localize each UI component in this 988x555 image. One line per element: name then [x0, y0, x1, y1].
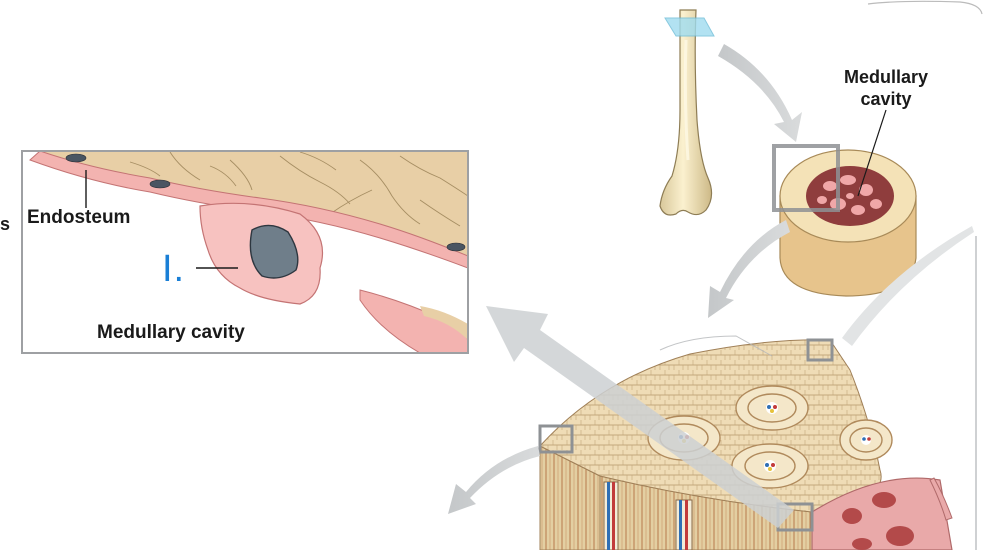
- endosteum-inset: [21, 150, 469, 354]
- arrow-to-wedge: [708, 220, 790, 318]
- left-edge-label-fragment: s: [0, 214, 11, 234]
- arrow-to-inset: [486, 306, 794, 528]
- spongy-bone: [811, 477, 953, 551]
- medullary-cavity-inset-label: Medullary cavity: [97, 322, 245, 343]
- endosteum-label: Endosteum: [27, 207, 131, 228]
- arrow-from-right: [842, 226, 974, 346]
- canaliculi: [129, 151, 468, 227]
- arrow-to-cross-section: [718, 44, 802, 142]
- long-bone-illustration: [659, 9, 713, 216]
- answer-marker-label: I.: [162, 248, 186, 290]
- frame-corner: [867, 0, 983, 15]
- medullary-cavity-leader: [857, 109, 887, 197]
- medullary-cavity-cross-section-label: Medullary cavity: [843, 67, 929, 109]
- zoom-box-periosteum: [806, 338, 834, 362]
- bone-cross-section: [779, 109, 917, 297]
- projection-line: [659, 335, 773, 357]
- arrow-bottom-left: [448, 446, 540, 514]
- osteoclast-nucleus: [249, 224, 299, 279]
- section-plane: [664, 17, 715, 37]
- compact-bone-wedge: [539, 339, 953, 551]
- zoom-box-left: [538, 424, 574, 454]
- zoom-box-cross-section: [772, 144, 840, 212]
